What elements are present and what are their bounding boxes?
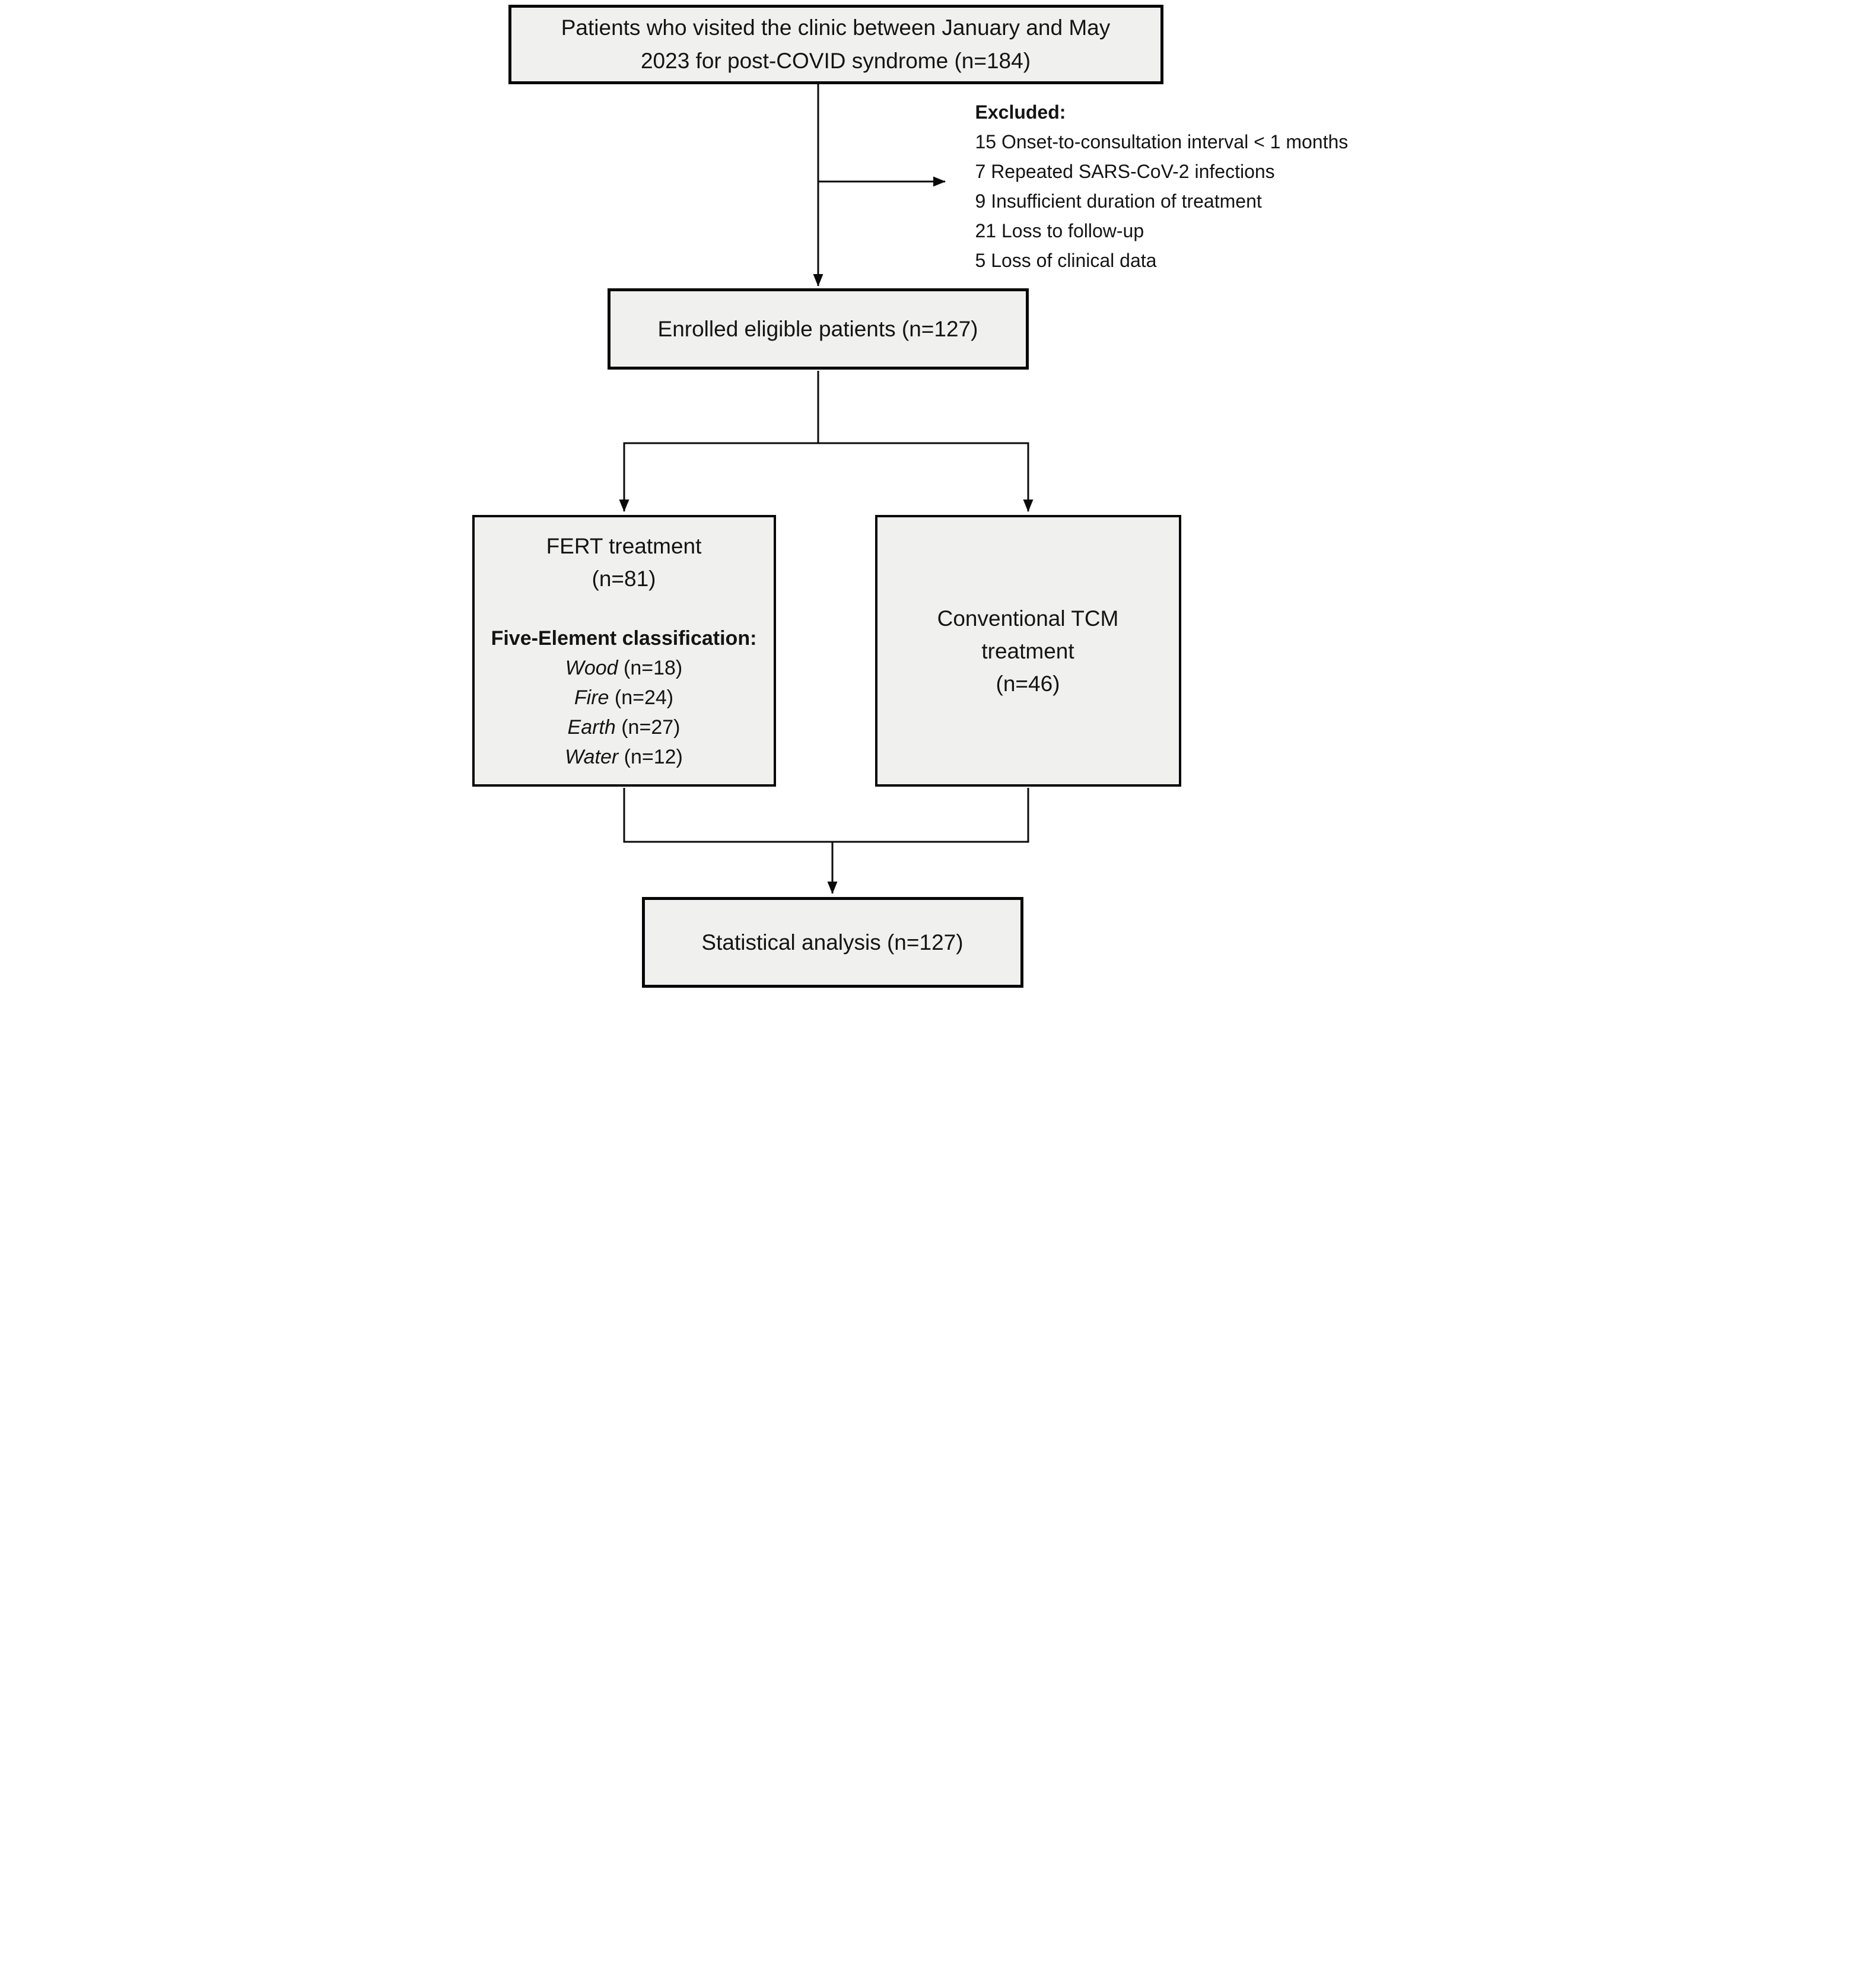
excluded-item: 15 Onset-to-consultation interval < 1 mo… [975, 131, 1349, 152]
box-enrolled-patients: Enrolled eligible patients (n=127) [607, 288, 1029, 370]
element-name: Water [565, 746, 619, 768]
patients-visited-line1: Patients who visited the clinic between … [561, 15, 1111, 40]
element-count: (n=27) [621, 716, 681, 739]
five-element-header: Five-Element classification: [491, 627, 757, 650]
box-statistical-analysis: Statistical analysis (n=127) [641, 897, 1023, 988]
excluded-header: Excluded: [975, 101, 1066, 123]
element-count: (n=24) [614, 686, 674, 709]
fert-title-line1: FERT treatment [546, 534, 702, 558]
enrolled-text: Enrolled eligible patients (n=127) [657, 316, 978, 341]
excluded-item: 5 Loss of clinical data [975, 250, 1157, 271]
box-conventional-tcm: Conventional TCM treatment (n=46) [875, 515, 1181, 787]
patient-flow-diagram: Patients who visited the clinic between … [469, 0, 1407, 993]
element-name: Earth [567, 716, 616, 739]
classification-item: Wood (n=18) [565, 653, 683, 683]
patients-visited-line2: 2023 for post-COVID syndrome (n=184) [640, 49, 1031, 73]
fert-title-line2: (n=81) [592, 567, 656, 591]
box-patients-visited: Patients who visited the clinic between … [508, 5, 1163, 84]
tcm-line3: (n=46) [996, 671, 1060, 696]
element-name: Fire [574, 686, 609, 709]
tcm-line2: treatment [981, 638, 1074, 663]
excluded-item: 9 Insufficient duration of treatment [975, 190, 1262, 212]
classification-item: Fire (n=24) [574, 683, 673, 712]
element-count: (n=12) [624, 746, 683, 768]
statistical-text: Statistical analysis (n=127) [701, 930, 964, 955]
excluded-item: 7 Repeated SARS-CoV-2 infections [975, 161, 1275, 182]
element-count: (n=18) [624, 657, 683, 679]
classification-item: Water (n=12) [565, 742, 683, 772]
excluded-item: 21 Loss to follow-up [975, 220, 1144, 241]
box-fert-treatment: FERT treatment (n=81) Five-Element class… [472, 515, 776, 787]
tcm-line1: Conventional TCM [937, 606, 1119, 631]
excluded-list: Excluded: 15 Onset-to-consultation inter… [975, 97, 1400, 275]
element-name: Wood [565, 657, 618, 679]
classification-item: Earth (n=27) [568, 712, 681, 742]
